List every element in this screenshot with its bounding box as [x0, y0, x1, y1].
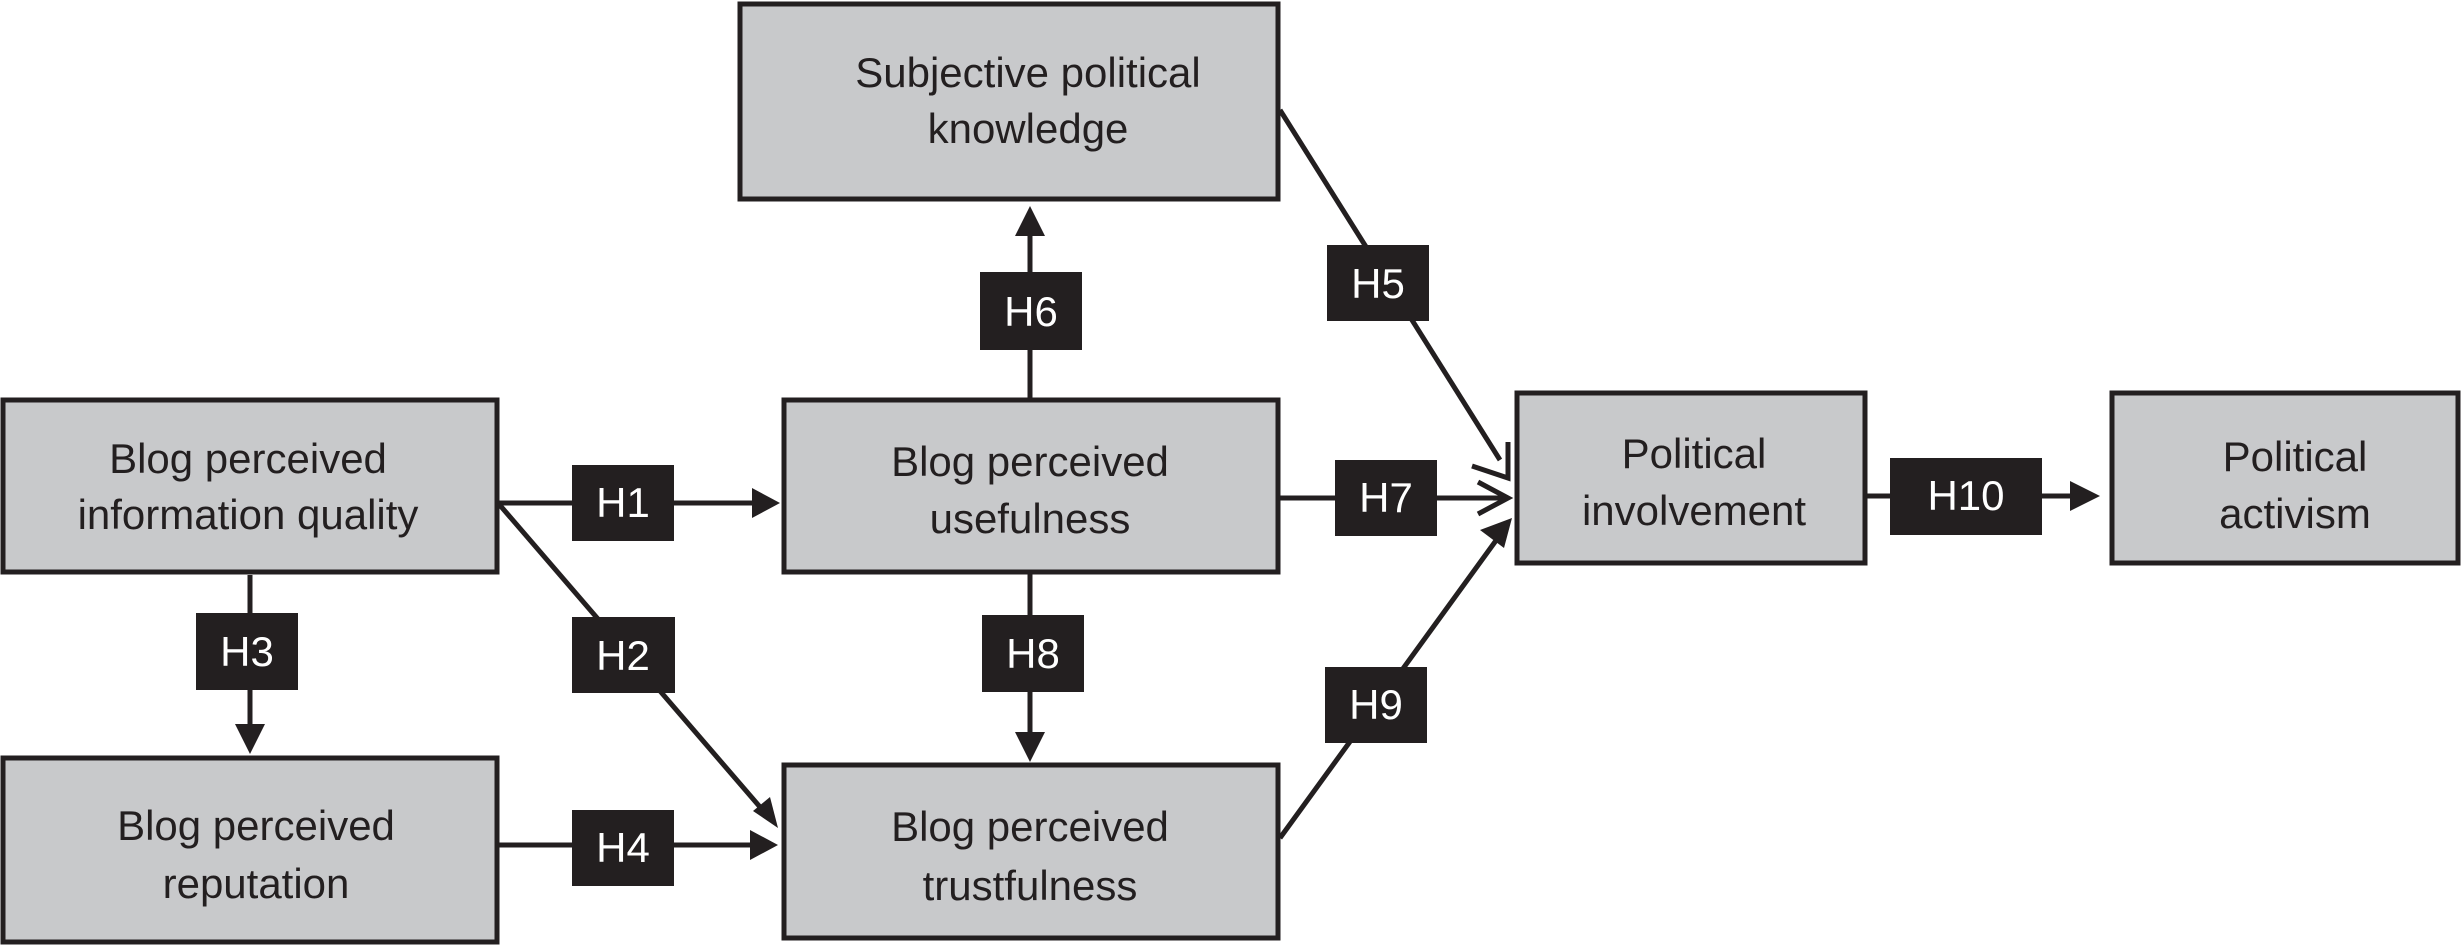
label-h10: H10: [1890, 458, 2042, 535]
svg-text:information quality: information quality: [78, 491, 419, 538]
node-line: involvement: [1582, 487, 1806, 534]
svg-text:trustfulness: trustfulness: [923, 862, 1138, 909]
arrow-head-h10: [2070, 481, 2100, 511]
node-line: Political: [2223, 433, 2368, 480]
svg-text:H1: H1: [596, 479, 650, 526]
svg-text:H4: H4: [596, 824, 650, 871]
svg-text:H3: H3: [220, 628, 274, 675]
svg-text:usefulness: usefulness: [930, 495, 1131, 542]
arrow-head-h9: [1480, 518, 1512, 548]
label-h3: H3: [196, 613, 298, 690]
node-subjective-political-knowledge: Subjective political knowledge: [737, 1, 1281, 202]
node-blog-perceived-information-quality: Blog perceived information quality: [0, 397, 500, 575]
svg-text:activism: activism: [2219, 490, 2371, 537]
label-h5: H5: [1327, 245, 1429, 321]
svg-text:knowledge: knowledge: [928, 105, 1129, 152]
node-line: usefulness: [930, 495, 1131, 542]
svg-text:Political: Political: [2223, 433, 2368, 480]
node-blog-perceived-reputation: Blog perceived reputation: [0, 755, 500, 945]
arrow-head-h6: [1015, 206, 1045, 236]
node-line: activism: [2219, 490, 2371, 537]
label-h9: H9: [1325, 667, 1427, 743]
node-line: Political: [1622, 430, 1767, 477]
arrow-head-h3: [235, 724, 265, 754]
svg-text:Blog perceived: Blog perceived: [891, 438, 1169, 485]
label-h2: H2: [572, 617, 675, 693]
node-political-involvement: Political involvement: [1514, 390, 1868, 566]
svg-text:H2: H2: [596, 632, 650, 679]
svg-text:Blog perceived: Blog perceived: [117, 802, 395, 849]
node-line: Blog perceived: [117, 802, 395, 849]
svg-text:involvement: involvement: [1582, 487, 1806, 534]
node-blog-perceived-usefulness: Blog perceived usefulness: [781, 397, 1281, 575]
svg-text:Subjective political: Subjective political: [855, 49, 1201, 96]
svg-text:H6: H6: [1004, 288, 1058, 335]
label-h4: H4: [572, 810, 674, 886]
node-line: knowledge: [928, 105, 1129, 152]
node-line: reputation: [163, 860, 350, 907]
label-h8: H8: [982, 615, 1084, 692]
arrow-head-h1: [752, 488, 780, 518]
svg-text:Blog perceived: Blog perceived: [891, 803, 1169, 850]
arrow-head-h4: [750, 830, 778, 860]
svg-text:H8: H8: [1006, 630, 1060, 677]
node-blog-perceived-trustfulness: Blog perceived trustfulness: [781, 762, 1281, 941]
label-h1: H1: [572, 465, 674, 541]
svg-text:H5: H5: [1351, 260, 1405, 307]
arrow-head-h8: [1015, 732, 1045, 762]
label-h6: H6: [980, 272, 1082, 350]
svg-text:Political: Political: [1622, 430, 1767, 477]
node-line: Blog perceived: [891, 438, 1169, 485]
node-line: Blog perceived: [109, 435, 387, 482]
svg-text:Blog perceived: Blog perceived: [109, 435, 387, 482]
node-political-activism: Political activism: [2109, 390, 2461, 566]
hypothesis-labels: H1 H2 H3 H4 H5 H6 H7 H8: [196, 245, 2042, 886]
arrow-head-h7: [1476, 479, 1514, 517]
arrow-head-h2: [753, 797, 778, 828]
node-line: information quality: [78, 491, 419, 538]
arrow-head-h5: [1471, 442, 1511, 482]
node-line: Subjective political: [855, 49, 1201, 96]
node-line: Blog perceived: [891, 803, 1169, 850]
svg-text:H10: H10: [1927, 472, 2004, 519]
svg-text:H9: H9: [1349, 681, 1403, 728]
svg-text:H7: H7: [1359, 474, 1413, 521]
svg-text:reputation: reputation: [163, 860, 350, 907]
label-h7: H7: [1335, 460, 1437, 536]
node-line: trustfulness: [923, 862, 1138, 909]
